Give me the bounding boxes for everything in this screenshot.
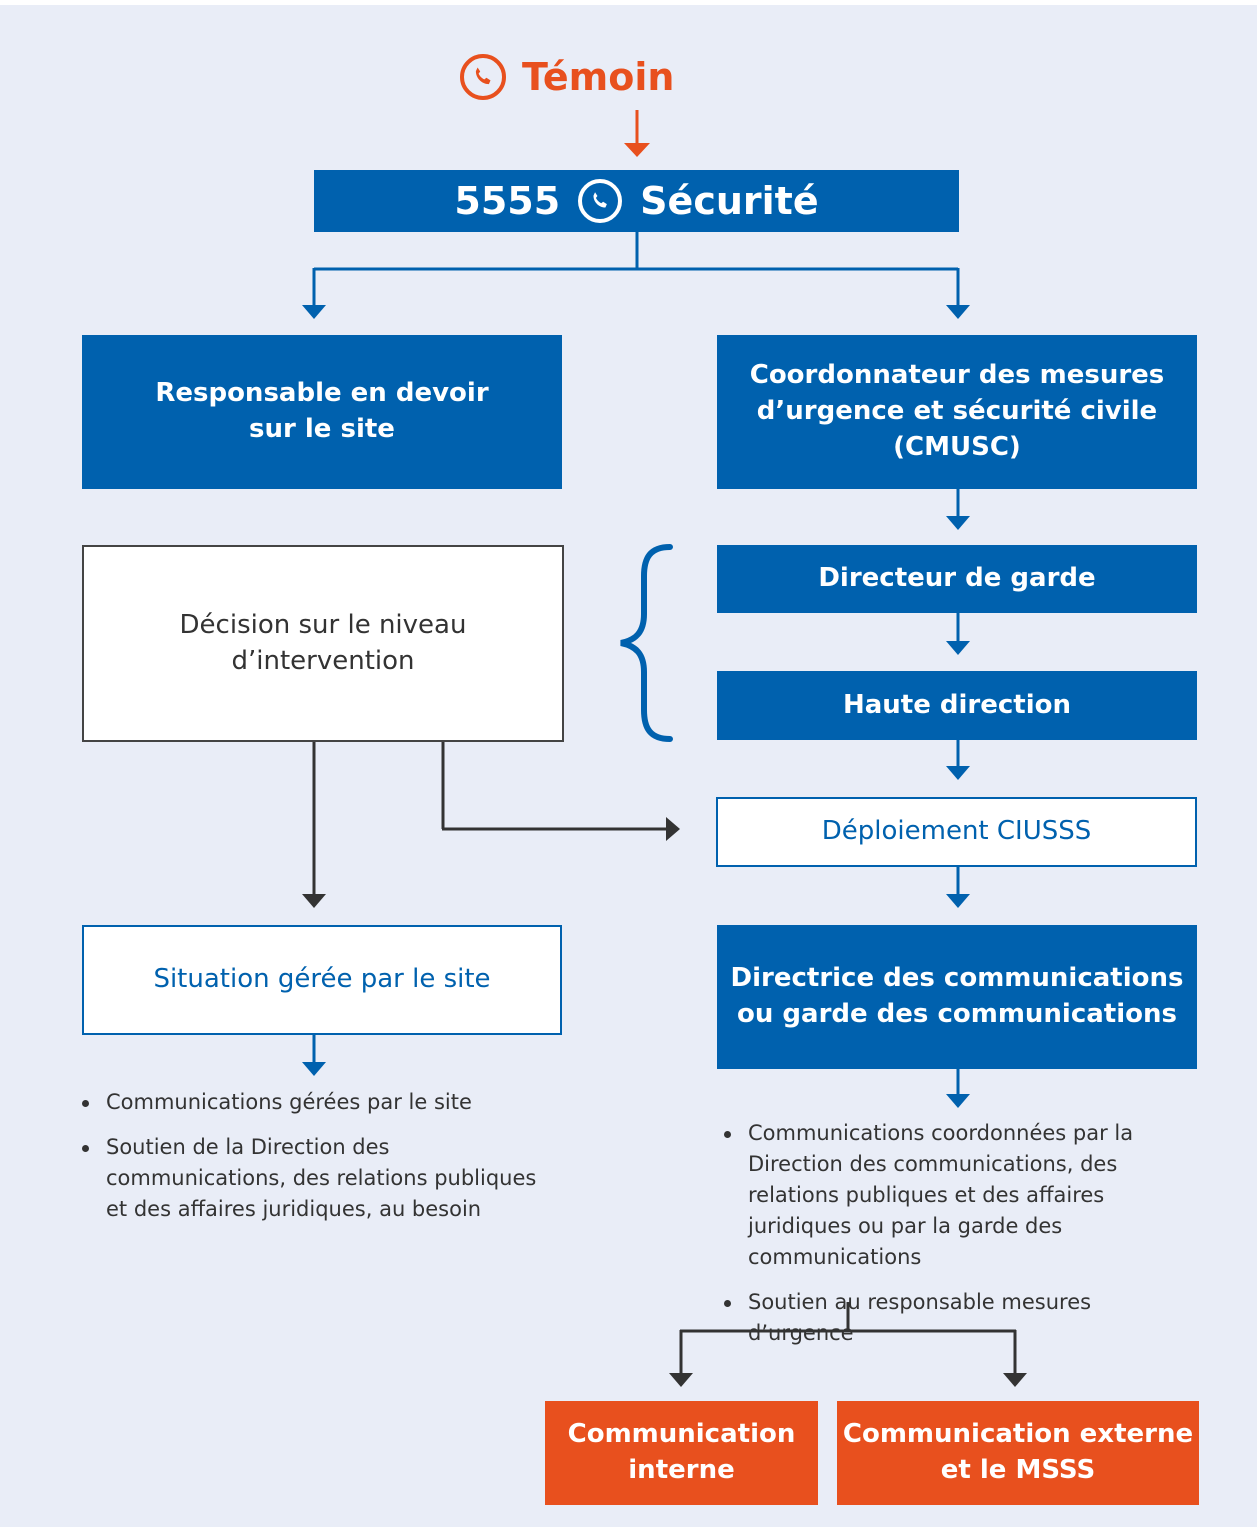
arrow-decision-to-deploiement (441, 742, 680, 841)
deploiement-label: Déploiement CIUSSS (821, 816, 1092, 847)
deploiement-box: Déploiement CIUSSS (716, 797, 1197, 867)
arrow-directrice-to-bullets (946, 1069, 970, 1108)
security-number: 5555 (454, 178, 561, 223)
communication-interne-label: Communication interne (567, 1419, 796, 1485)
arrow-decision-to-situation (302, 742, 326, 908)
directrice-label: Directrice des communications ou garde d… (730, 963, 1184, 1029)
arrow-directeur-to-haute (946, 613, 970, 655)
situation-label: Situation gérée par le site (153, 964, 491, 995)
decision-box: Décision sur le niveau d’intervention (82, 545, 564, 742)
haute-direction-label: Haute direction (842, 689, 1072, 720)
arrow-haute-to-deploiement (946, 740, 970, 780)
responsable-box: Responsable en devoir sur le site (82, 335, 562, 489)
responsable-label: Responsable en devoir sur le site (155, 378, 489, 444)
situation-box: Situation gérée par le site (82, 925, 562, 1035)
decision-label: Décision sur le niveau d’intervention (179, 609, 467, 676)
connector-securite-split (302, 232, 970, 319)
connector-bottom-split (669, 1302, 1027, 1387)
haute-direction-box: Haute direction (717, 671, 1197, 740)
cmusc-label: Coordonnateur des mesures d’urgence et s… (749, 360, 1165, 462)
arrow-deploiement-to-directrice (946, 867, 970, 908)
communication-externe-box: Communication externe et le MSSS (837, 1401, 1199, 1505)
left-bullet-list: Communications gérées par le site Soutie… (80, 1087, 550, 1239)
phone-icon (460, 54, 506, 100)
security-label: Sécurité (640, 178, 819, 223)
witness-label: Témoin (522, 55, 675, 99)
list-item: Communications coordonnées par la Direct… (722, 1118, 1202, 1273)
diagram-background (0, 5, 1257, 1527)
directeur-garde-label: Directeur de garde (818, 563, 1096, 594)
communication-interne-box: Communication interne (545, 1401, 818, 1505)
arrow-temoin-to-securite (624, 110, 650, 157)
witness-title: Témoin (460, 50, 760, 104)
cmusc-box: Coordonnateur des mesures d’urgence et s… (717, 335, 1197, 489)
directeur-garde-box: Directeur de garde (717, 545, 1197, 613)
curly-brace (620, 544, 673, 742)
right-bullet-list: Communications coordonnées par la Direct… (722, 1118, 1202, 1363)
directrice-box: Directrice des communications ou garde d… (717, 925, 1197, 1069)
list-item: Soutien au responsable mesures d’urgence (722, 1287, 1202, 1349)
communication-externe-label: Communication externe et le MSSS (842, 1419, 1194, 1485)
arrow-cmusc-to-directeur (946, 489, 970, 530)
list-item: Soutien de la Direction des communicatio… (80, 1132, 550, 1225)
phone-icon (578, 179, 623, 223)
arrow-situation-to-bullets (302, 1035, 326, 1076)
security-box: 5555 Sécurité (314, 170, 959, 232)
list-item: Communications gérées par le site (80, 1087, 550, 1118)
